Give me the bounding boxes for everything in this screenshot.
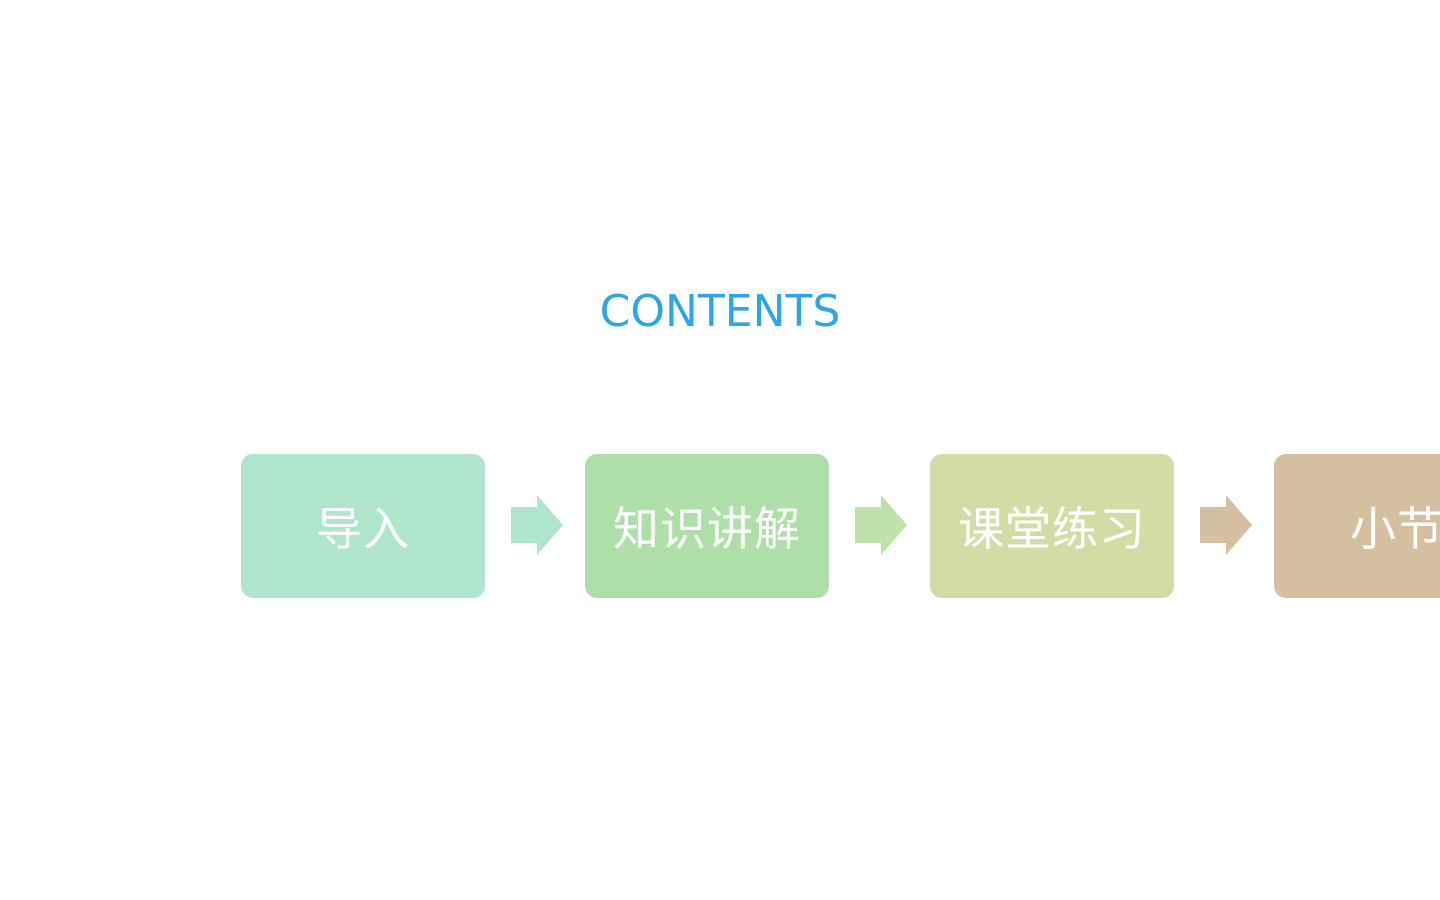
step-label: 课堂练习 [958, 502, 1146, 556]
step-box-knowledge[interactable]: 知识讲解 [585, 454, 829, 598]
arrow-shape [1200, 495, 1252, 555]
arrow-shape [855, 495, 907, 555]
right-arrow-icon [855, 495, 907, 555]
arrow-shape [511, 495, 563, 555]
step-label: 知识讲解 [613, 502, 801, 556]
step-box-summary[interactable]: 小节 [1274, 454, 1440, 598]
step-label: 小节 [1350, 502, 1440, 556]
step-box-practice[interactable]: 课堂练习 [930, 454, 1174, 598]
step-label: 导入 [316, 502, 410, 556]
right-arrow-icon [1200, 495, 1252, 555]
contents-title: CONTENTS [599, 286, 841, 337]
right-arrow-icon [511, 495, 563, 555]
step-box-intro[interactable]: 导入 [241, 454, 485, 598]
